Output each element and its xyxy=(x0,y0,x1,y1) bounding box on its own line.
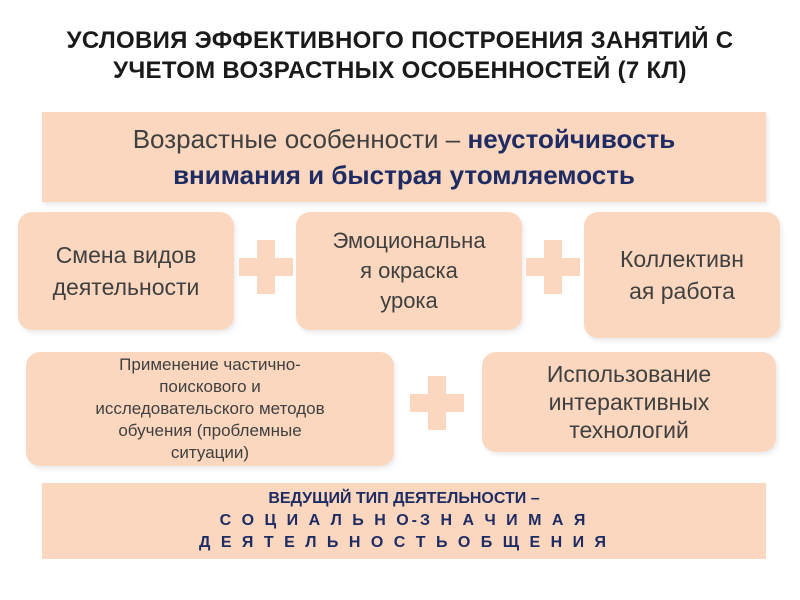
plus-icon xyxy=(410,376,464,430)
title-line-1: УСЛОВИЯ ЭФФЕКТИВНОГО ПОСТРОЕНИЯ ЗАНЯТИЙ … xyxy=(66,27,734,54)
age-features-box: Возрастные особенности – неустойчивость … xyxy=(42,112,766,202)
leading-activity-line-2: С О Ц И А Л Ь Н О-З Н А Ч И М А Я xyxy=(219,512,589,529)
emotional-line-1: Эмоциональна xyxy=(332,228,486,253)
activity-change-line-2: деятельности xyxy=(52,274,200,300)
emotional-line-2: я окраска xyxy=(360,258,458,283)
leading-activity-line-3: Д Е Я Т Е Л Ь Н О С Т Ь О Б Щ Е Н И Я xyxy=(198,534,610,551)
leading-activity-line-1: ВЕДУЩИЙ ТИП ДЕЯТЕЛЬНОСТИ – xyxy=(268,490,540,507)
methods-line-3: исследовательского методов xyxy=(95,399,325,418)
interactive-line-2: интерактивных xyxy=(548,389,710,415)
methods-line-2: поискового и xyxy=(159,377,261,396)
research-methods-box: Применение частично- поискового и исслед… xyxy=(26,352,394,466)
plus-icon xyxy=(239,240,293,294)
methods-line-1: Применение частично- xyxy=(119,355,301,374)
collective-line-2: ая работа xyxy=(629,278,735,304)
age-features-highlight-1: неустойчивость xyxy=(467,124,676,154)
age-features-prefix: Возрастные особенности – xyxy=(132,124,468,154)
collective-work-box: Коллективн ая работа xyxy=(584,212,780,338)
plus-icon xyxy=(526,240,580,294)
collective-line-1: Коллективн xyxy=(620,246,744,272)
emotional-coloring-box: Эмоциональна я окраска урока xyxy=(296,212,522,330)
emotional-line-3: урока xyxy=(380,288,438,313)
page-title: УСЛОВИЯ ЭФФЕКТИВНОГО ПОСТРОЕНИЯ ЗАНЯТИЙ … xyxy=(30,26,770,86)
methods-line-4: обучения (проблемные xyxy=(118,421,302,440)
leading-activity-box: ВЕДУЩИЙ ТИП ДЕЯТЕЛЬНОСТИ – С О Ц И А Л Ь… xyxy=(42,483,766,559)
interactive-line-1: Использование xyxy=(546,361,712,387)
title-line-2: УЧЕТОМ ВОЗРАСТНЫХ ОСОБЕННОСТЕЙ (7 КЛ) xyxy=(113,57,687,84)
activity-change-box: Смена видов деятельности xyxy=(18,212,234,330)
methods-line-5: ситуации) xyxy=(170,443,250,462)
interactive-line-3: технологий xyxy=(569,417,689,443)
activity-change-line-1: Смена видов xyxy=(55,242,197,268)
interactive-tech-box: Использование интерактивных технологий xyxy=(482,352,776,452)
age-features-highlight-2: внимания и быстрая утомляемость xyxy=(173,160,635,190)
